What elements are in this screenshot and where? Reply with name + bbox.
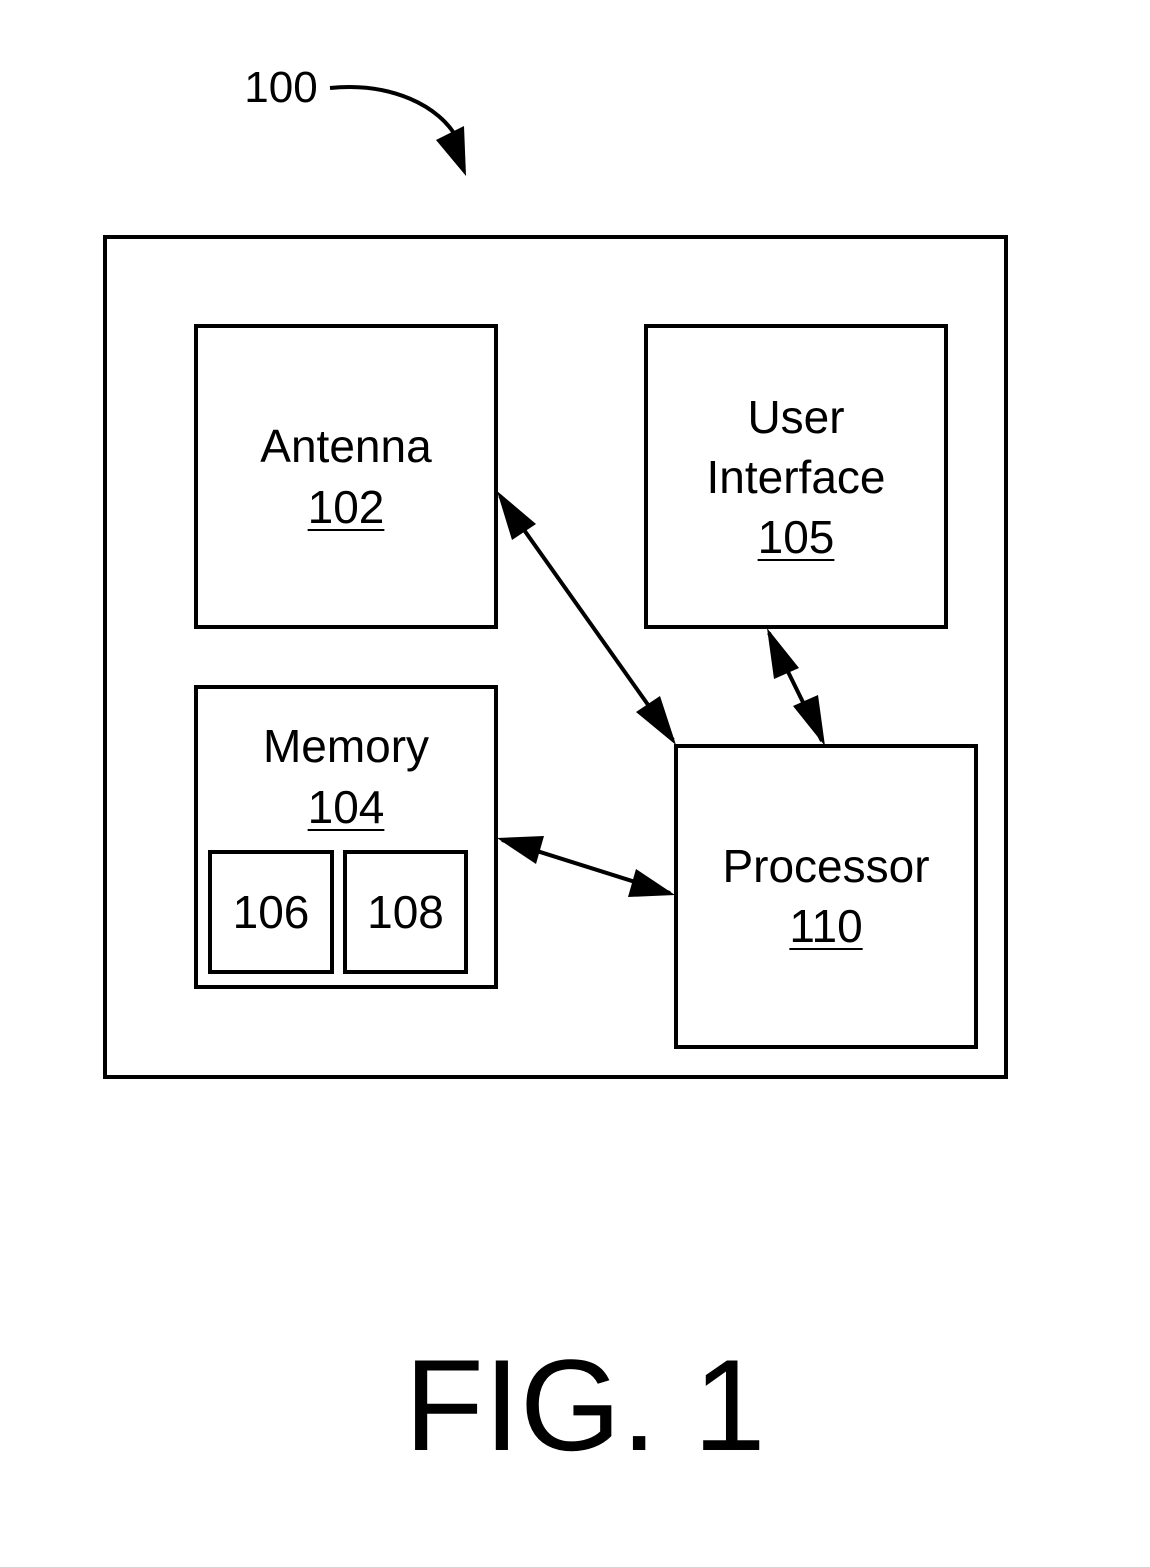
device-outline	[105, 237, 1006, 1077]
memory-number: 104	[196, 784, 496, 830]
memory-processor-arrow	[497, 836, 675, 897]
antenna-number: 102	[196, 484, 496, 530]
user-interface-label-line2: Interface	[646, 454, 946, 500]
reference-arrow	[330, 87, 466, 176]
memory-label: Memory	[196, 723, 496, 769]
processor-label: Processor	[676, 843, 976, 889]
user-interface-processor-arrow	[767, 628, 825, 746]
memory-sub-108-label: 108	[345, 889, 466, 935]
reference-number-100: 100	[236, 66, 326, 110]
memory-sub-106-label: 106	[210, 889, 332, 935]
figure-caption: FIG. 1	[330, 1340, 840, 1470]
user-interface-number: 105	[646, 514, 946, 560]
user-interface-label-line1: User	[646, 394, 946, 440]
processor-number: 110	[676, 903, 976, 949]
processor-box	[676, 746, 976, 1047]
antenna-label: Antenna	[196, 423, 496, 469]
antenna-box	[196, 326, 496, 627]
